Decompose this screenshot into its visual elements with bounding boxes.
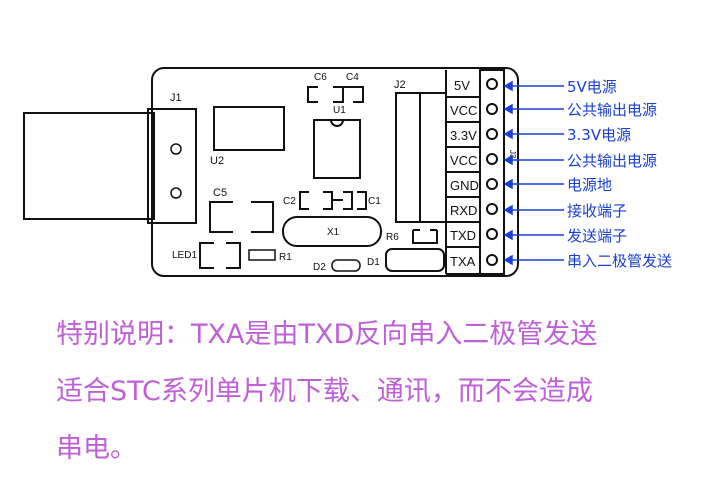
d2-outline [331,259,361,272]
label-r6: R6 [386,232,399,243]
j3-header [479,69,505,275]
pin-label-rxd: RXD [450,203,477,218]
x1-crystal [282,216,382,247]
r1-outline [248,249,276,261]
pin-label-txa: TXA [450,254,476,269]
led1-outline [199,242,241,269]
annotation-ground: 电源地 [567,176,612,194]
u2-outline [213,106,285,151]
annotation-common-output-1: 公共输出电源 [567,101,657,119]
label-j2: J2 [394,79,406,91]
label-c5: C5 [213,187,227,199]
note-line-3: 串电。 [56,433,137,464]
label-c6: C6 [314,72,327,83]
pin-label-vcc-1: VCC [450,103,477,118]
header-pin-5 [486,178,498,190]
c6-c4-outline [307,86,364,103]
header-pin-1 [486,78,498,90]
label-x1: X1 [327,227,340,238]
annotation-common-output-2: 公共输出电源 [567,152,657,170]
pin-label-gnd: GND [450,178,479,193]
header-pin-7 [486,228,498,240]
label-r1: R1 [279,252,292,263]
c5-outline [209,201,274,233]
label-u1: U1 [333,105,346,116]
label-d1: D1 [367,257,380,268]
annotation-transmit: 发送端子 [567,227,627,245]
pcb-diagram: J1 U2 C5 LED1 R1 C6 C4 U1 C2 C1 X1 [23,67,672,277]
annotation-3v3-power: 3.3V电源 [567,126,631,144]
annotation-5v-power: 5V电源 [567,78,617,96]
label-j3: J3 [508,150,517,159]
pin-label-txd: TXD [450,228,476,243]
label-d2: D2 [313,262,326,273]
r6-outline [412,229,438,244]
usb-connector [23,108,197,224]
label-c1: C1 [368,196,381,207]
j2-connector [395,92,447,223]
annotation-diode-transmit: 串入二极管发送 [567,252,672,270]
header-pin-6 [486,203,498,215]
d1-outline [385,248,445,272]
pin-labels: 5V VCC 3.3V VCC GND RXD TXD TXA [450,78,479,269]
header-pins [486,78,498,266]
label-c4: C4 [346,72,359,83]
pin-label-grid [445,70,480,275]
pin-label-vcc-2: VCC [450,153,477,168]
annotation-arrows [503,80,564,266]
label-c2: C2 [283,196,296,207]
pin-label-3v3: 3.3V [450,128,477,143]
special-note: 特别说明：TXA是由TXD反向串入二极管发送 适合STC系列单片机下载、通讯，而… [56,306,716,477]
header-pin-8 [486,254,498,266]
note-line-2: 适合STC系列单片机下载、通讯，而不会造成 [56,376,593,407]
board-outline [151,67,519,277]
header-pin-2 [486,103,498,115]
pin-label-5v: 5V [454,78,470,93]
label-j1: J1 [170,92,182,104]
header-pin-4 [486,153,498,165]
u1-outline [313,119,361,179]
annotation-labels: 5V电源 公共输出电源 3.3V电源 公共输出电源 电源地 接收端子 发送端子 … [567,78,672,270]
label-u2: U2 [210,155,224,167]
annotation-receive: 接收端子 [567,202,627,220]
header-pin-3 [486,128,498,140]
label-led1: LED1 [172,250,197,261]
c2-c1-outline [299,191,367,210]
note-line-1: 特别说明：TXA是由TXD反向串入二极管发送 [56,319,598,350]
